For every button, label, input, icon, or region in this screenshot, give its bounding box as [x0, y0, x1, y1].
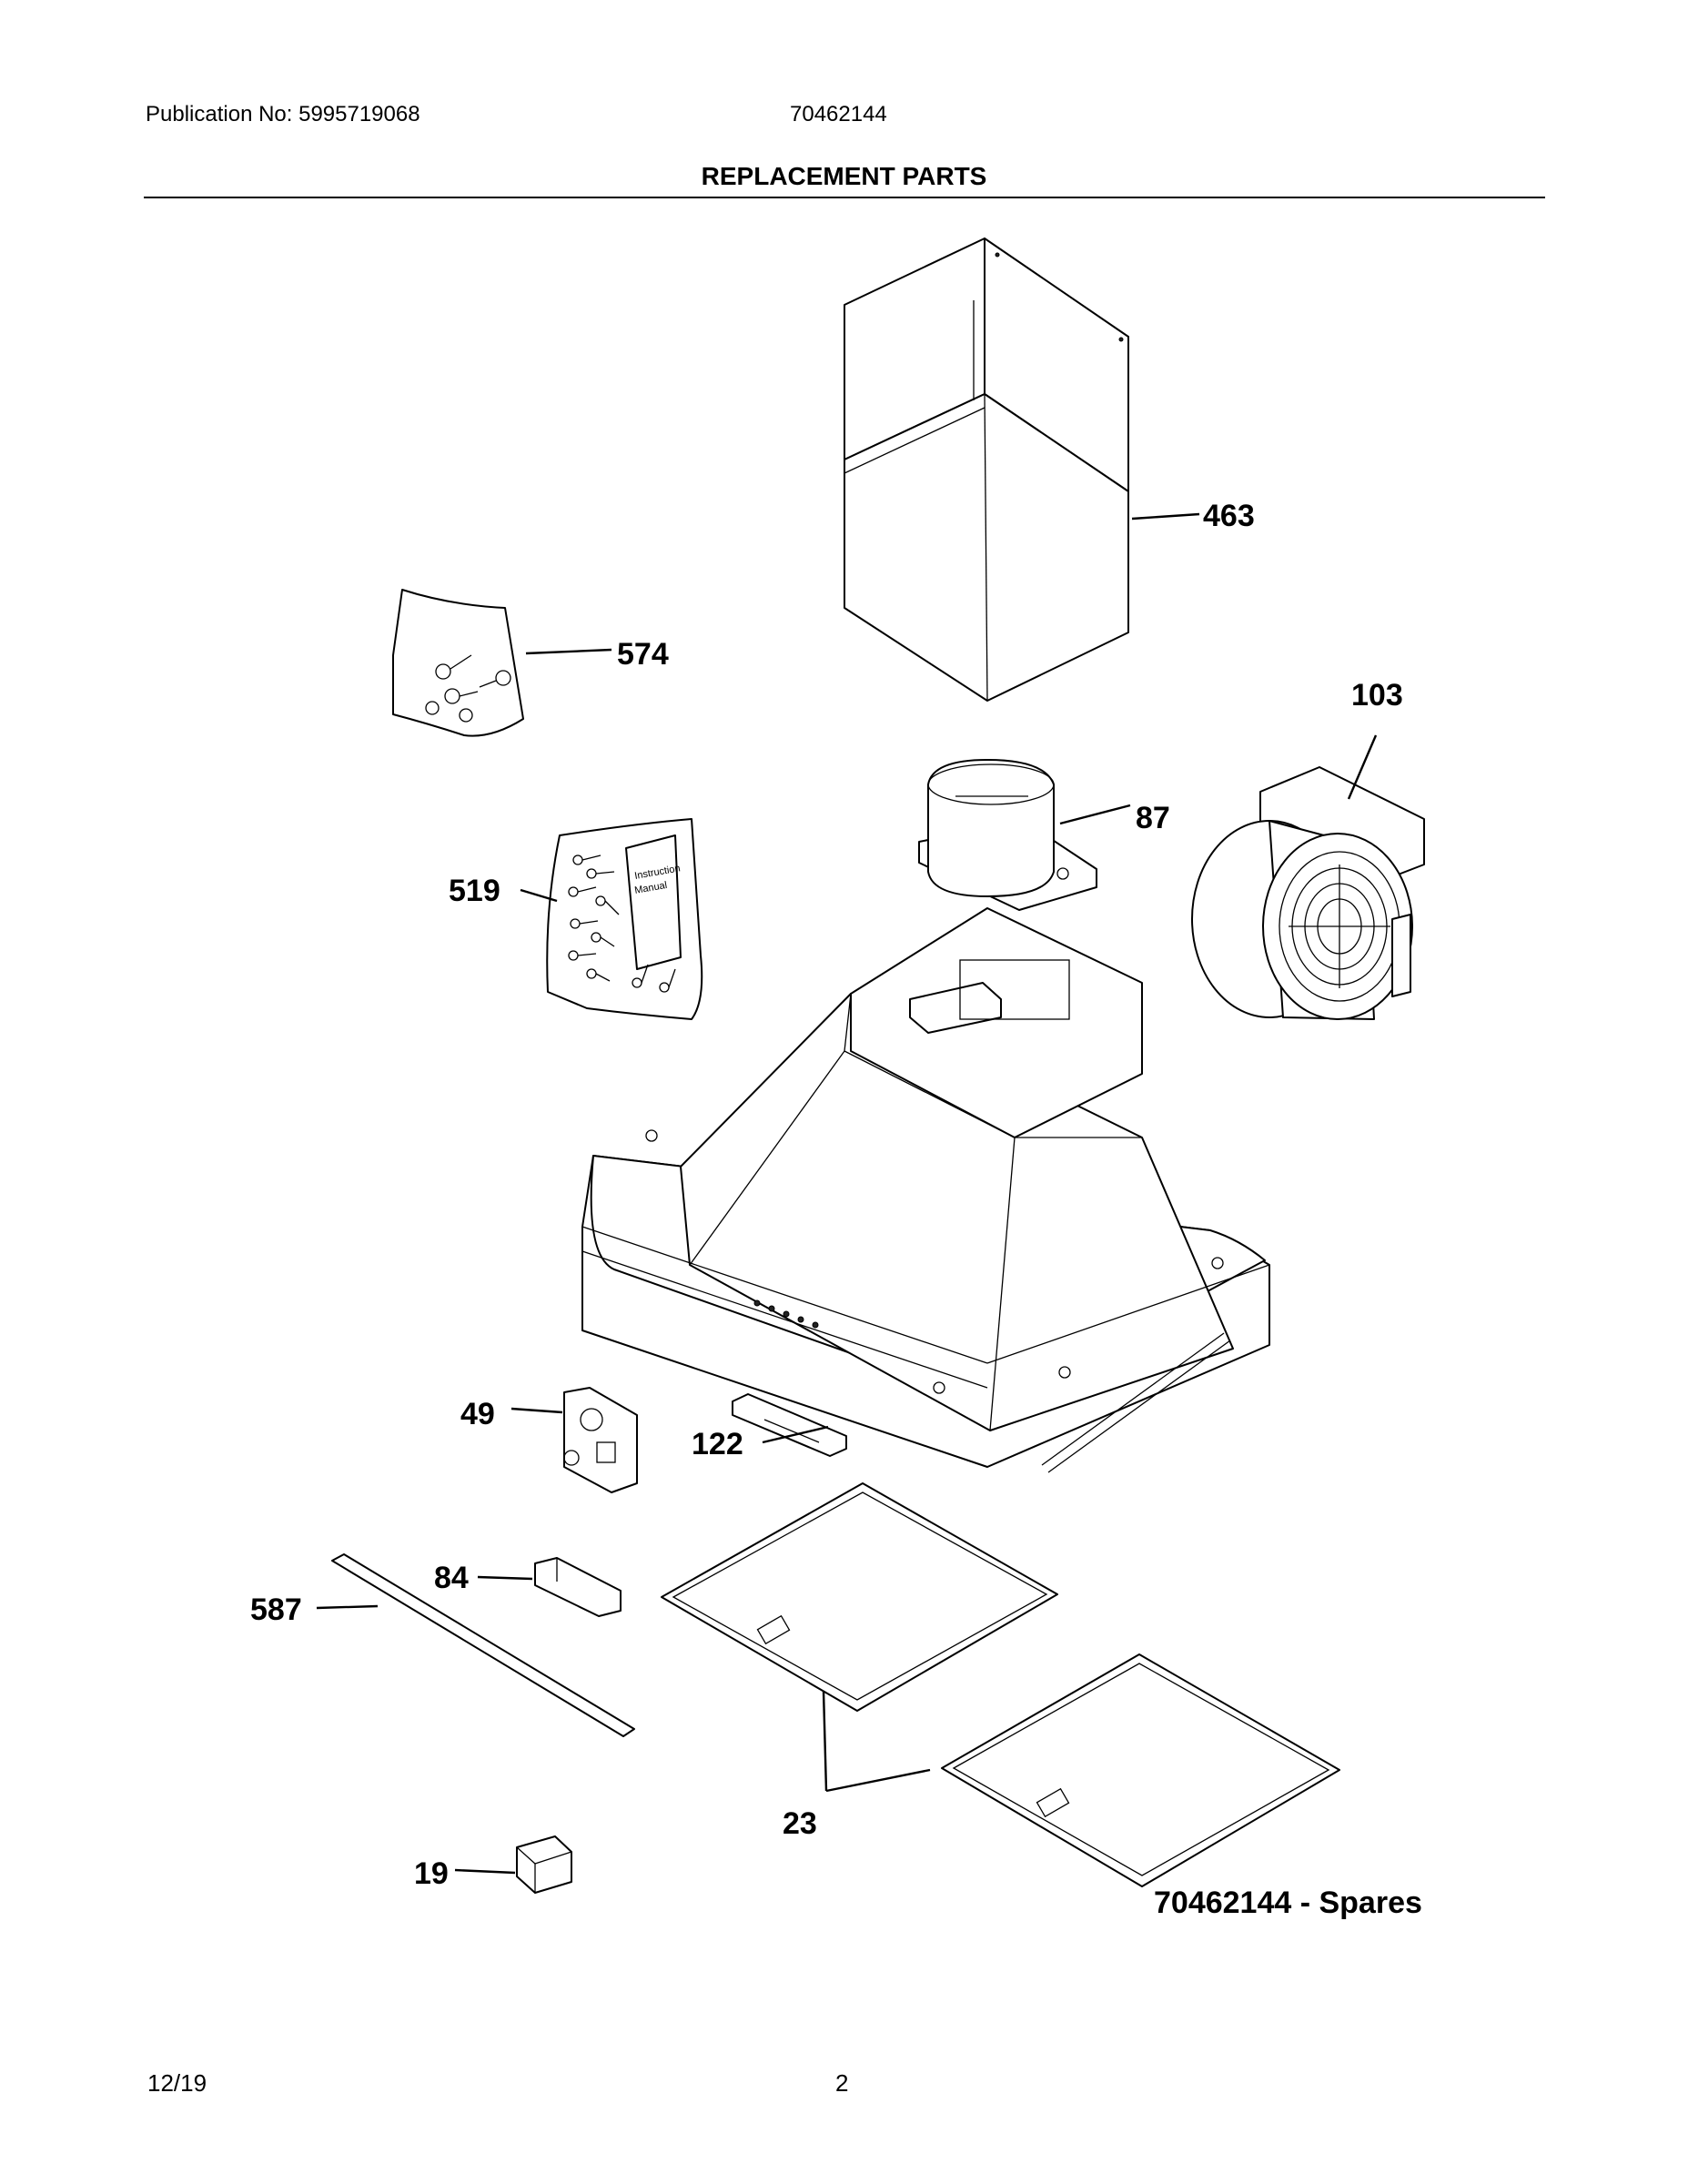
footer-page-number: 2 [835, 2069, 849, 2097]
part-122-control-strip [732, 1393, 847, 1457]
part-84-transformer [477, 1557, 622, 1617]
part-87-damper-collar [918, 759, 1131, 911]
callout-587: 587 [250, 1592, 302, 1627]
part-19-connector [454, 1835, 572, 1894]
callout-49: 49 [460, 1397, 495, 1431]
part-103-blower-assembly [1191, 734, 1425, 1020]
callout-103: 103 [1351, 678, 1403, 713]
header-rule [144, 197, 1545, 198]
page-title: REPLACEMENT PARTS [701, 162, 987, 190]
callout-574: 574 [617, 637, 669, 672]
footer-date: 12/19 [147, 2069, 207, 2097]
part-49-control-board [510, 1387, 638, 1493]
model-number: 70462144 [790, 102, 887, 126]
callout-23: 23 [783, 1806, 817, 1841]
callout-84: 84 [434, 1561, 469, 1595]
part-23-grease-filters [661, 1482, 1340, 1887]
callout-87: 87 [1136, 801, 1170, 835]
callout-19: 19 [414, 1856, 449, 1891]
part-574-hardware-bag [392, 589, 612, 737]
diagram-caption: 70462144 - Spares [1154, 1886, 1422, 1920]
callout-463: 463 [1203, 499, 1255, 533]
part-587-trim-rail [316, 1553, 635, 1737]
part-463-chimney-cover [844, 238, 1200, 702]
part-519-hardware-kit-and-manual: Instruction Manual [520, 818, 703, 1020]
callout-122: 122 [692, 1427, 743, 1461]
publication-number: Publication No: 5995719068 [146, 102, 420, 126]
hood-canopy [581, 907, 1270, 1473]
callout-519: 519 [449, 874, 500, 908]
